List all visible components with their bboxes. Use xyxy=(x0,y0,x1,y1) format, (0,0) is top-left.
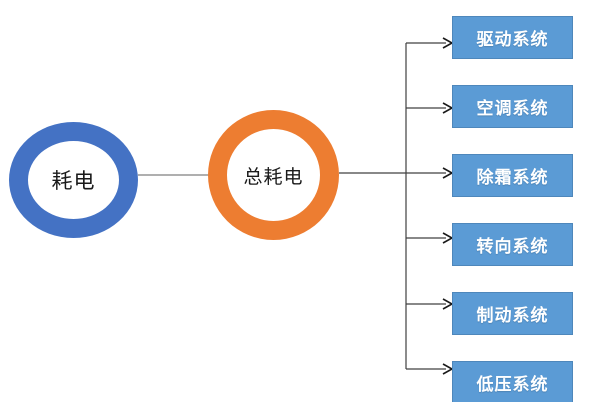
node-root-label: 耗电 xyxy=(51,170,96,193)
node-hub-total-power: 总耗电 xyxy=(208,110,339,240)
leaf-label: 低压系统 xyxy=(476,375,549,394)
leaf-label: 除霜系统 xyxy=(476,168,549,187)
leaf-node-defrost-system: 除霜系统 xyxy=(452,154,573,197)
leaf-node-brake-system: 制动系统 xyxy=(452,292,573,335)
leaf-node-low-voltage-system: 低压系统 xyxy=(452,361,573,402)
leaf-node-steering-system: 转向系统 xyxy=(452,223,573,266)
leaf-node-drive-system: 驱动系统 xyxy=(452,16,573,59)
leaf-label: 驱动系统 xyxy=(476,30,549,49)
leaf-label: 空调系统 xyxy=(476,99,549,118)
leaf-label: 制动系统 xyxy=(476,306,549,325)
leaf-node-ac-system: 空调系统 xyxy=(452,85,573,128)
node-hub-label: 总耗电 xyxy=(243,166,304,188)
node-root-power: 耗电 xyxy=(9,122,138,238)
leaf-label: 转向系统 xyxy=(476,237,549,256)
